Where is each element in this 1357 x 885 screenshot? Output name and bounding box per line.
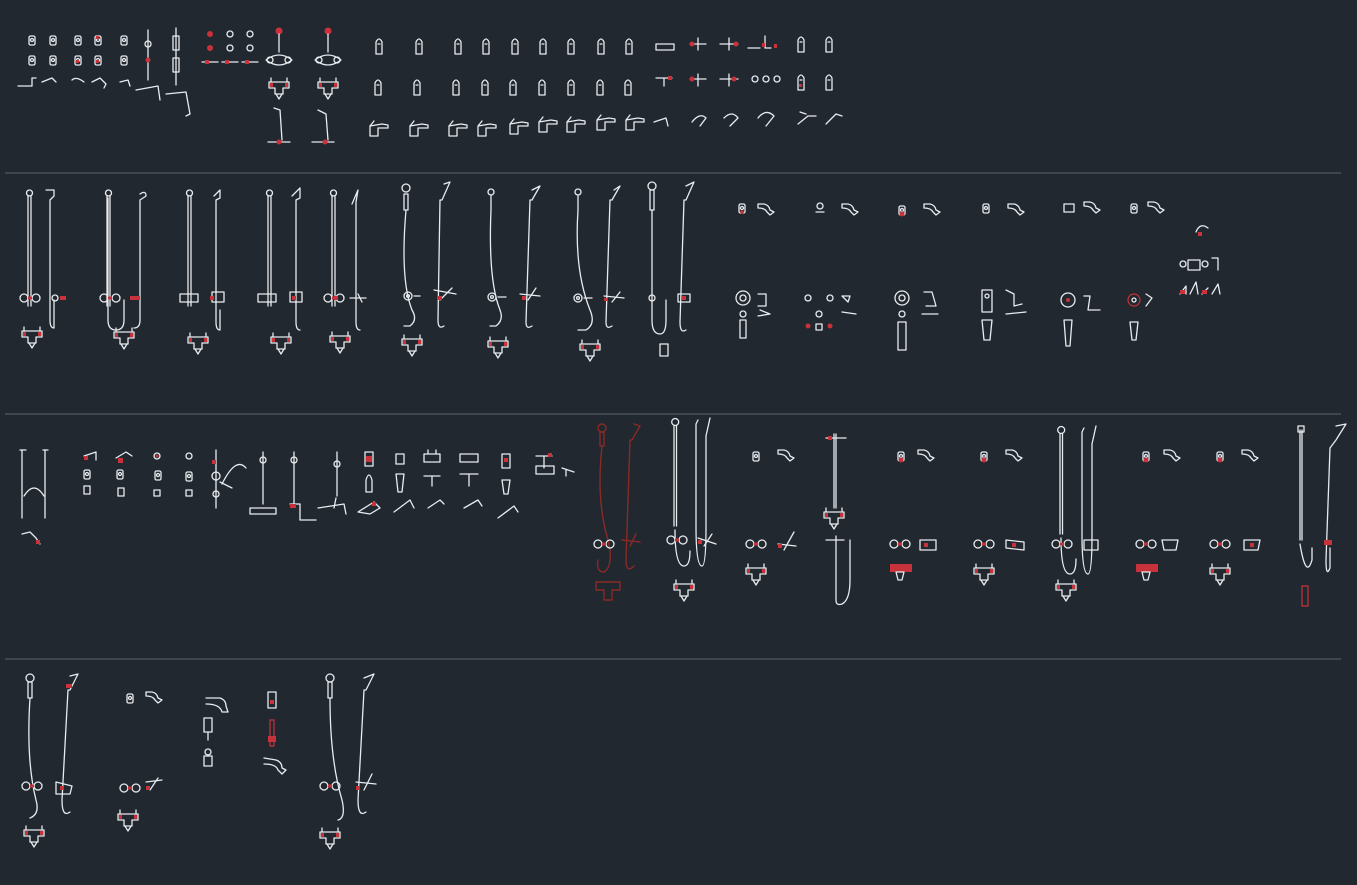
thermostat-icons[interactable] <box>735 201 1221 351</box>
basin-mixer-icons[interactable] <box>369 35 843 137</box>
row-1-faucet-symbols[interactable] <box>17 27 843 145</box>
shower-icon[interactable] <box>19 449 575 545</box>
row-3-bath-shower-symbols[interactable] <box>19 417 1347 607</box>
row-4-shower-sets[interactable] <box>21 673 377 850</box>
row-2-shower-sets[interactable] <box>19 181 1221 362</box>
faucet-icon[interactable] <box>17 27 191 117</box>
divider-lines <box>5 172 1341 660</box>
shower-icon[interactable] <box>19 181 695 362</box>
shower-set-brown[interactable] <box>593 423 641 601</box>
shower-icon[interactable] <box>666 417 1347 607</box>
shower-icon[interactable] <box>21 673 377 850</box>
mixer-icon[interactable] <box>201 27 342 145</box>
